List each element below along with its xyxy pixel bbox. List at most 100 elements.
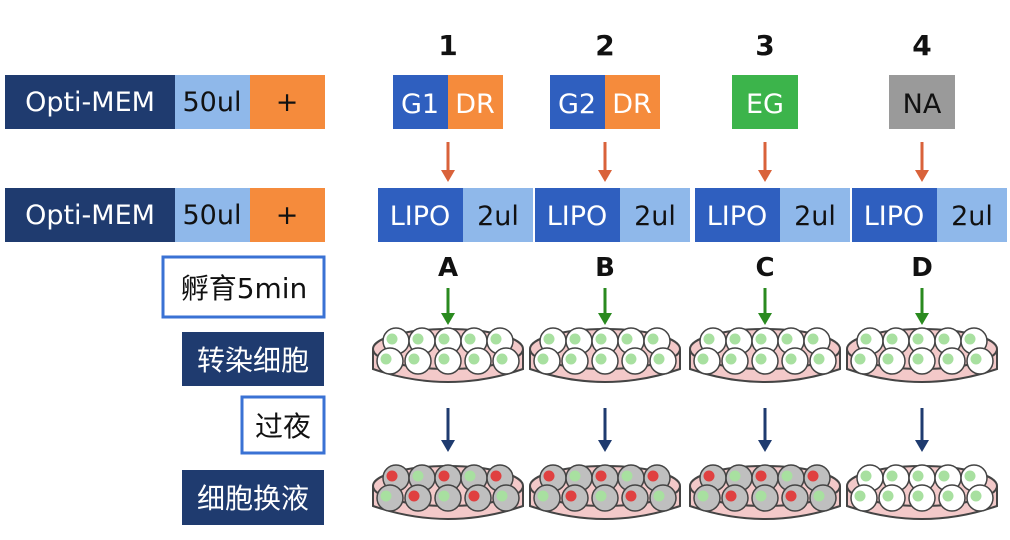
volume-label-1: 50ul [183,87,242,118]
column-4-dish-transfected-nucleus-4 [964,333,976,345]
column-2-gene-box [550,75,605,129]
column-2-number: 2 [595,29,614,62]
column-3-dish-transfected-nucleus-3 [781,333,793,345]
column-2-dish-result-nucleus-8 [625,490,637,502]
transfect-label: 转染细胞 [197,344,309,377]
column-4-dish-result-nucleus-7 [912,490,924,502]
column-3-dish-result-nucleus-6 [725,490,737,502]
column-4-dish-transfected-nucleus-1 [886,333,898,345]
column-1-dish-result-nucleus-2 [438,470,450,482]
overnight-label: 过夜 [255,410,311,443]
column-3-dish-transfected-nucleus-9 [813,353,825,365]
incubate-box [161,255,326,319]
column-3-lipo-amount-label: 2ul [794,201,836,232]
column-3-number: 3 [755,29,774,62]
incubate-label: 孵育5min [181,272,308,305]
column-3-dish-transfected-nucleus-2 [755,333,767,345]
column-3-dish-transfected-nucleus-5 [697,353,709,365]
column-2-lipo-box [535,188,620,242]
column-2-dish-transfected-nucleus-1 [569,333,581,345]
column-4-dish-result-nucleus-9 [970,490,982,502]
volume-box-2 [175,188,250,242]
left-row1: Opti-MEM 50ul + [5,75,325,129]
column-4-letter: D [911,253,933,283]
plus-label-1: + [276,87,299,118]
column-2-dr-box [605,75,660,129]
column-2-dish-transfected-nucleus-2 [595,333,607,345]
column-4-dish-transfected-nucleus-3 [938,333,950,345]
column-2-gene-label: G2 [558,89,596,120]
column-1-dish-result-nucleus-8 [468,490,480,502]
column-2-dish-result-nucleus-5 [537,490,549,502]
column-4-dish-transfected-nucleus-2 [912,333,924,345]
column-1-lipo-label: LIPO [390,201,451,232]
column-4-dish-result-nucleus-3 [938,470,950,482]
column-2-lipo-amount-label: 2ul [634,201,676,232]
volume-label-2: 50ul [183,200,242,231]
column-2-dish-transfected-nucleus-4 [647,333,659,345]
column-1-dish-result-nucleus-9 [496,490,508,502]
column-3-dish-transfected-nucleus-7 [755,353,767,365]
column-1-dish-transfected-nucleus-3 [464,333,476,345]
column-3-dish-result-nucleus-9 [813,490,825,502]
column-2-letter: B [595,253,615,283]
column-2-dish-transfected-nucleus-8 [625,353,637,365]
column-2-arrow-transfect-head [598,313,612,325]
volume-box-1 [175,75,250,129]
column-1-dish-result-nucleus-7 [438,490,450,502]
column-1-arrow-transfect-head [441,313,455,325]
column-4-dish-result-nucleus-6 [882,490,894,502]
column-1-dr-label: DR [455,89,495,120]
column-4-lipo-amount-label: 2ul [951,201,993,232]
column-2-dish-transfected-nucleus-6 [565,353,577,365]
column-2-lipo-label: LIPO [547,201,608,232]
column-1-arrow-overnight-head [441,440,455,452]
column-4-control-box [889,75,955,129]
column-3-dish-result-nucleus-7 [755,490,767,502]
column-2-dish-transfected-nucleus-9 [653,353,665,365]
column-3-dish-result-nucleus-5 [697,490,709,502]
column-4-lipo-box [852,188,937,242]
column-2-arrow-mix-head [598,170,612,182]
medium-change-label: 细胞换液 [197,482,309,515]
column-3-control-label: EG [746,89,784,120]
column-1-dish-transfected-nucleus-6 [408,353,420,365]
column-2-dish-result-nucleus-9 [653,490,665,502]
column-3-lipo-label: LIPO [707,201,768,232]
opti-mem-label-2: Opti-MEM [25,200,155,231]
column-1-dish-transfected-nucleus-1 [412,333,424,345]
column-4-dish-result-nucleus-4 [964,470,976,482]
column-4-dish-transfected-nucleus-9 [970,353,982,365]
column-2-dish-result-nucleus-7 [595,490,607,502]
column-1-dish-result-nucleus-1 [412,470,424,482]
column-2-dish-result-nucleus-0 [543,470,555,482]
medium-change-box [182,470,324,525]
column-3-dish-result-nucleus-1 [729,470,741,482]
column-3-dish-result-nucleus-3 [781,470,793,482]
overnight-box [240,395,326,455]
column-2-dish-transfected-nucleus-7 [595,353,607,365]
column-4-dish-transfected-nucleus-5 [854,353,866,365]
column-4-control-label: NA [903,89,942,120]
column-1-dish-result-nucleus-3 [464,470,476,482]
left-row2: Opti-MEM 50ul + [5,188,325,242]
column-1-arrow-mix-head [441,170,455,182]
column-1-number: 1 [438,29,457,62]
column-3-lipo-amount-box [780,188,850,242]
column-3-dish-transfected-nucleus-6 [725,353,737,365]
column-1-dish-result-nucleus-4 [490,470,502,482]
column-3-arrow-overnight-head [758,440,772,452]
opti-mem-box-2 [5,188,175,242]
column-4-dish-result-nucleus-5 [854,490,866,502]
column-2-dish-result-nucleus-6 [565,490,577,502]
column-3-lipo-box [695,188,780,242]
column-1-dr-box [448,75,503,129]
column-2-dr-label: DR [612,89,652,120]
column-3-arrow-transfect-head [758,313,772,325]
column-1-letter: A [438,253,458,283]
column-2-dish-transfected-nucleus-5 [537,353,549,365]
plus-label-2: + [276,200,299,231]
column-4-lipo-amount-box [937,188,1007,242]
